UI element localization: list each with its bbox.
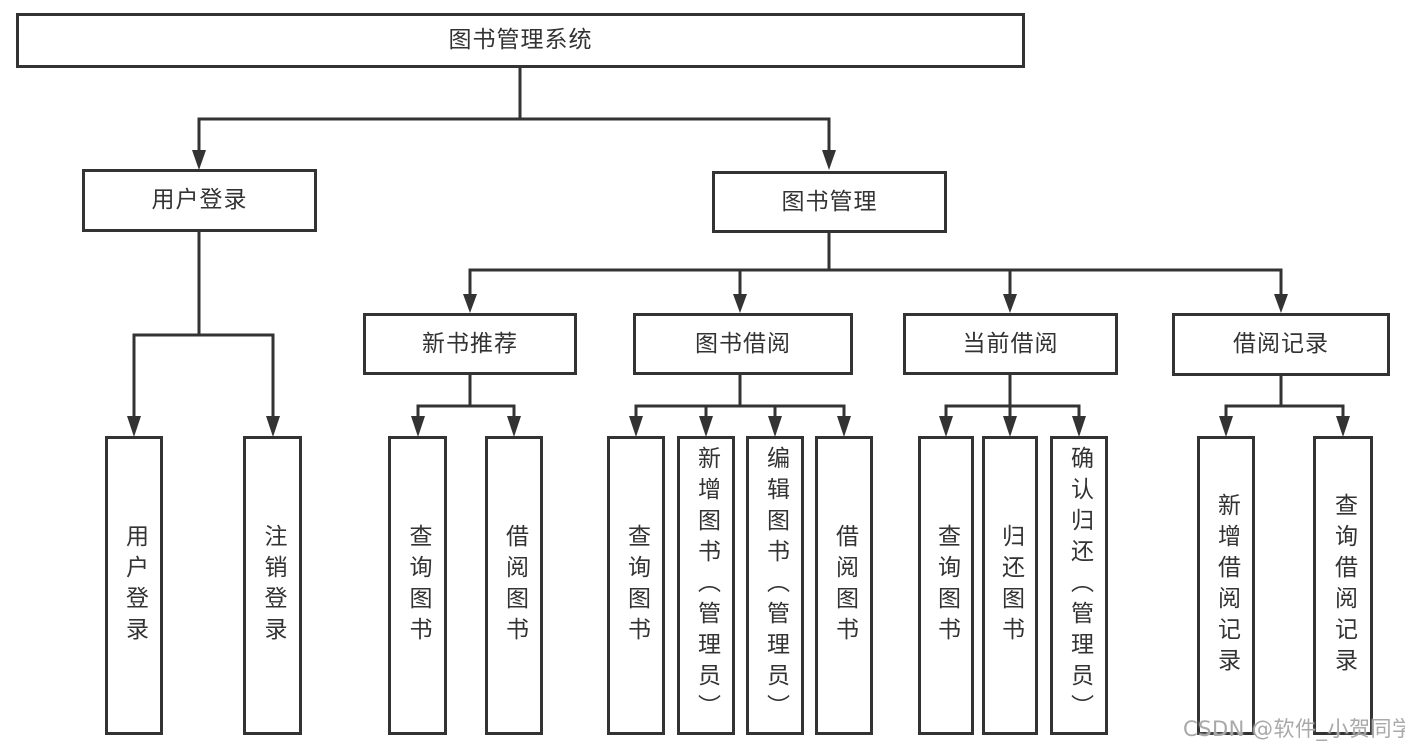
leaf-user-login: 用户登录 [105,436,163,735]
node-current-borrow: 当前借阅 [903,313,1118,375]
node-root: 图书管理系统 [16,13,1025,68]
leaf-borrow-add-books-admin: 新增图书（管理员） [677,436,735,735]
node-borrow-records: 借阅记录 [1172,313,1390,376]
leaf-borrow-borrow-books: 借阅图书 [815,436,873,735]
node-new-book-recommend-label: 新书推荐 [422,330,518,357]
leaf-current-query-books: 查询图书 [918,436,974,735]
leaf-label: 用户登录 [121,523,148,648]
leaf-label: 借阅图书 [831,523,858,648]
node-book-management-label: 图书管理 [781,188,878,215]
node-user-login: 用户登录 [82,169,317,232]
leaf-label: 新增借阅记录 [1213,492,1240,679]
node-book-borrow: 图书借阅 [633,313,853,375]
leaf-recommend-borrow-books: 借阅图书 [485,436,543,735]
leaf-label: 新增图书（管理员） [693,446,720,725]
leaf-records-add-record: 新增借阅记录 [1197,436,1255,735]
leaf-recommend-query-books: 查询图书 [388,436,447,735]
node-current-borrow-label: 当前借阅 [962,330,1059,357]
leaf-label: 借阅图书 [501,523,528,648]
node-user-login-label: 用户登录 [151,187,248,213]
leaf-records-query-record: 查询借阅记录 [1313,436,1373,735]
node-book-management: 图书管理 [712,171,947,233]
leaf-label: 查询图书 [405,523,431,648]
csdn-watermark: CSDN @软件_小贺同学 [1183,717,1405,741]
leaf-label: 编辑图书（管理员） [762,446,789,725]
node-book-borrow-label: 图书借阅 [695,330,791,357]
leaf-label: 确认归还（管理员） [1066,446,1093,725]
leaf-logout-login: 注销登录 [243,436,302,735]
node-root-label: 图书管理系统 [448,27,593,53]
leaf-label: 注销登录 [260,523,286,648]
leaf-label: 归还图书 [997,523,1024,648]
leaf-label: 查询借阅记录 [1330,492,1357,679]
leaf-label: 查询图书 [623,523,650,648]
leaf-current-return-books: 归还图书 [982,436,1038,735]
leaf-current-confirm-return-admin: 确认归还（管理员） [1050,436,1108,735]
leaf-label: 查询图书 [933,523,960,648]
leaf-borrow-query-books: 查询图书 [607,436,665,735]
node-new-book-recommend: 新书推荐 [363,313,577,375]
node-borrow-records-label: 借阅记录 [1233,331,1329,357]
leaf-borrow-edit-books-admin: 编辑图书（管理员） [746,436,804,735]
